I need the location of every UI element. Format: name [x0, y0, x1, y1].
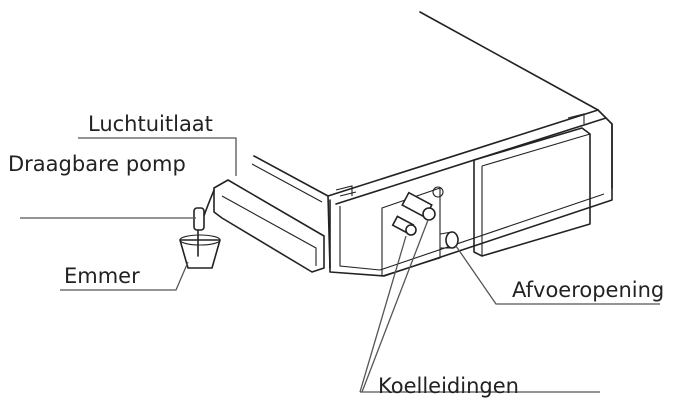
unit-right-edge — [597, 109, 613, 189]
pump-assembly — [179, 189, 221, 269]
pump-body — [193, 207, 205, 231]
bucket — [179, 239, 221, 269]
unit-side-inner — [251, 163, 323, 203]
front-panel — [329, 123, 613, 277]
leader-koel-1 — [359, 235, 407, 393]
leader-lines — [20, 137, 660, 393]
label-air-outlet: Luchtuitlaat — [88, 112, 213, 136]
electrical-box-face — [481, 133, 591, 256]
label-refrigerant-pipes: Koelleidingen — [378, 374, 519, 398]
unit-front-top — [327, 109, 599, 197]
pipe-plate — [381, 187, 441, 277]
bracket-left — [335, 185, 357, 197]
front-panel-inner — [339, 193, 605, 271]
unit-side-panel — [253, 155, 331, 269]
liquid-pipe-nut — [405, 224, 417, 236]
drain-pipe — [445, 231, 459, 249]
gas-pipe-nut — [422, 207, 436, 221]
unit-top-edge — [419, 11, 599, 111]
leader-koel-2 — [361, 219, 429, 393]
label-portable-pump: Draagbare pomp — [8, 152, 186, 176]
plate-hole — [432, 186, 444, 198]
duct-inner — [221, 195, 317, 266]
indoor-unit — [251, 11, 613, 277]
air-outlet-duct — [213, 179, 325, 273]
leader-luchtuitlaat — [78, 137, 237, 176]
bracket-right — [567, 113, 585, 124]
unit-front-top-inner — [335, 117, 607, 205]
label-drain-opening: Afvoeropening — [512, 278, 665, 302]
duct-outline — [213, 179, 325, 273]
leader-emmer — [60, 261, 189, 291]
electrical-box — [473, 127, 591, 257]
label-bucket: Emmer — [64, 264, 140, 288]
leader-afvoeropening — [455, 245, 660, 305]
bucket-rim — [179, 234, 221, 246]
drain-pipe-body — [439, 231, 453, 249]
